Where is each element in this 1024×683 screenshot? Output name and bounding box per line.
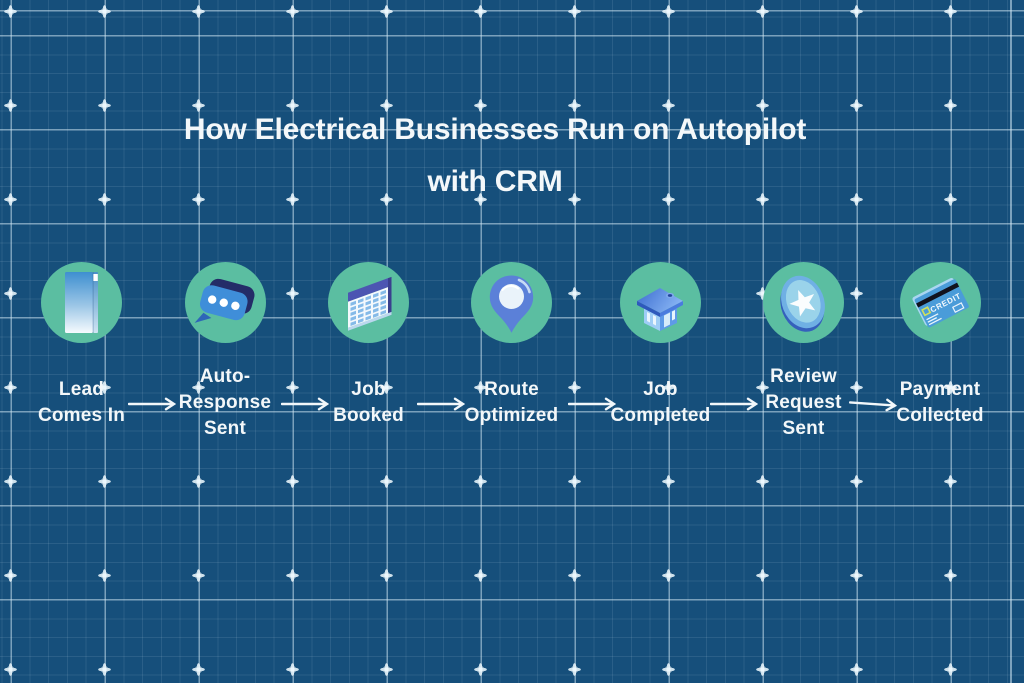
step-route-optimized: Route Optimized — [432, 262, 592, 452]
phone-lead-icon — [65, 272, 98, 333]
step-job-booked: Job Booked — [289, 262, 449, 452]
house-icon — [637, 288, 683, 331]
page-title: How Electrical Businesses Run on Autopil… — [0, 104, 1024, 208]
flow-arrow-5 — [709, 397, 758, 410]
step-icon-circle — [620, 262, 701, 343]
title-line-1: How Electrical Businesses Run on Autopil… — [183, 113, 807, 146]
step-label: Route Optimized — [464, 379, 559, 426]
flow-arrow-1 — [128, 397, 176, 410]
step-label: Job Booked — [333, 379, 404, 426]
flow-arrow-2 — [281, 397, 329, 410]
step-icon-circle — [471, 262, 552, 343]
step-icon-circle — [328, 262, 409, 343]
step-review-request-sent: Review Request Sent — [724, 262, 884, 452]
step-lead-comes-in: Lead Comes In — [2, 262, 162, 452]
step-label: Payment Collected — [896, 379, 984, 426]
step-auto-response-sent: Auto- Response Sent — [145, 262, 305, 452]
spreadsheet-icon — [348, 276, 392, 331]
step-label: Auto- Response Sent — [178, 366, 272, 439]
step-label: Job Completed — [610, 379, 711, 426]
step-job-completed: Job Completed — [581, 262, 741, 452]
step-label: Lead Comes In — [37, 379, 126, 426]
step-icon-circle — [184, 262, 266, 343]
map-pin-icon — [489, 275, 534, 333]
flow-arrow-6 — [848, 398, 898, 411]
credit-card-icon: CREDIT — [911, 277, 969, 328]
step-payment-collected: CREDIT Payment Collected — [860, 262, 1020, 452]
step-icon-circle: CREDIT — [899, 262, 981, 343]
grid-frame-line — [1010, 0, 1012, 683]
chat-bubble-icon — [194, 278, 254, 323]
title-line-2: with CRM — [427, 165, 563, 198]
step-icon-circle — [41, 262, 122, 343]
star-badge-icon — [780, 275, 825, 332]
step-icon-circle — [763, 262, 844, 343]
step-label: Review Request Sent — [765, 366, 842, 439]
flow-arrow-4 — [568, 397, 616, 410]
flow-arrow-3 — [417, 397, 465, 410]
